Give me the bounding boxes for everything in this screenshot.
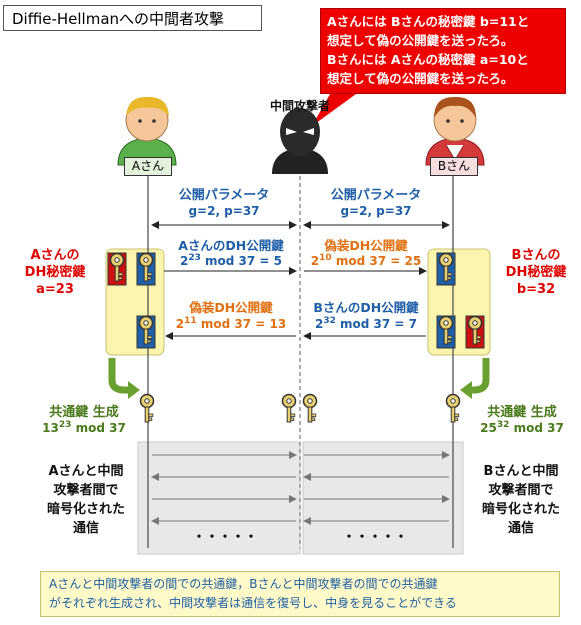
msg3-formula: 211 mod 37 = 13 — [162, 316, 300, 331]
callout-pointer — [312, 94, 356, 126]
person-b-icon — [425, 96, 485, 166]
msg1-title: AさんのDH公開鍵 — [178, 238, 284, 253]
msg1-formula: 223 mod 37 = 5 — [162, 253, 300, 268]
params-right-title: 公開パラメータ — [330, 188, 422, 203]
shared-b-base: 25 — [480, 421, 497, 435]
shared-b-formula: 2532 mod 37 — [468, 420, 576, 435]
msg3-rest: mod 37 = 13 — [196, 317, 287, 331]
b-secret-line-1: Bさんの — [511, 248, 561, 263]
comm-a-line-2: 攻撃者間で — [53, 483, 119, 498]
a-secret-line-2: DH秘密鍵 — [24, 265, 86, 280]
attacker-label: 中間攻撃者 — [269, 99, 330, 113]
person-a-icon — [117, 96, 177, 166]
b-secret-key-label: Bさんの DH秘密鍵 b=32 — [494, 247, 578, 298]
msg2-exp: 10 — [319, 253, 332, 263]
msg4-formula: 232 mod 37 = 7 — [304, 316, 428, 331]
bottom-note-line-2: がそれぞれ生成され、中間攻撃者は通信を復号し、中身を見ることができる — [49, 596, 457, 610]
key-panel-a-keys — [107, 252, 156, 349]
msg3-exp: 11 — [184, 316, 197, 326]
msg1-base: 2 — [179, 254, 189, 268]
shared-a-base: 13 — [42, 421, 59, 435]
msg4-base: 2 — [314, 317, 324, 331]
callout-line-2: 想定して偽の公開鍵を送ったろ。 — [327, 33, 514, 48]
comm-b-line-2: 攻撃者間で — [488, 483, 554, 498]
ellipsis-right: ・・・・・ — [342, 530, 408, 545]
shared-b-exp: 32 — [496, 420, 510, 430]
msg1-rest: mod 37 = 5 — [200, 254, 283, 268]
msg1-exp: 23 — [188, 253, 201, 263]
comm-b-line-4: 通信 — [507, 521, 534, 536]
diagram-title: Diffie-Hellmanへの中間者攻撃 — [3, 5, 262, 31]
msg3-title: 偽装DH公開鍵 — [189, 300, 273, 315]
person-a-name: Aさん — [124, 157, 172, 176]
green-arrow-b — [470, 358, 490, 394]
comm-area-right — [302, 441, 464, 555]
comm-b-line-3: 暗号化された — [481, 502, 560, 517]
msg2-formula: 210 mod 37 = 25 — [304, 253, 428, 268]
green-arrow-a — [108, 358, 130, 394]
callout-line-4: 想定して偽の公開鍵を送ったろ。 — [327, 71, 514, 86]
comm-b-label: Bさんと中間 攻撃者間で 暗号化された 通信 — [466, 462, 576, 538]
callout-line-3: Bさんには Aさんの秘密鍵 a=10と — [327, 52, 529, 67]
shared-a-title: 共通鍵 生成 — [49, 405, 119, 420]
comm-b-line-1: Bさんと中間 — [483, 464, 559, 479]
msg4-rest: mod 37 = 7 — [335, 317, 418, 331]
msg4-title: BさんのDH公開鍵 — [313, 300, 419, 315]
msg2-rest: mod 37 = 25 — [331, 254, 422, 268]
a-secret-line-3: a=23 — [36, 282, 74, 297]
shared-a-rest: mod 37 — [71, 421, 126, 435]
attacker-speech-callout: Aさんには Bさんの秘密鍵 b=11と 想定して偽の公開鍵を送ったろ。 Bさんに… — [320, 8, 566, 94]
comm-arrows — [151, 451, 450, 525]
shared-a-formula: 1323 mod 37 — [34, 420, 134, 435]
params-right-value: g=2, p=37 — [340, 204, 412, 218]
msg3-base: 2 — [175, 317, 185, 331]
a-secret-key-label: Aさんの DH秘密鍵 a=23 — [10, 247, 100, 298]
b-secret-line-2: DH秘密鍵 — [505, 265, 567, 280]
params-left-value: g=2, p=37 — [188, 204, 260, 218]
msg2-title: 偽装DH公開鍵 — [324, 238, 408, 253]
msg2-base: 2 — [310, 254, 320, 268]
comm-a-line-1: Aさんと中間 — [48, 464, 124, 479]
bottom-note: Aさんと中間攻撃者の間での共通鍵，Bさんと中間攻撃者の間での共通鍵 がそれぞれ生… — [40, 571, 560, 617]
comm-a-label: Aさんと中間 攻撃者間で 暗号化された 通信 — [36, 462, 136, 538]
params-left-title: 公開パラメータ — [178, 188, 270, 203]
key-panel-b-keys — [436, 252, 485, 349]
person-b-name: Bさん — [430, 157, 478, 176]
comm-area-left — [137, 441, 301, 555]
ellipsis-left: ・・・・・ — [192, 530, 258, 545]
b-secret-line-3: b=32 — [516, 282, 556, 297]
callout-line-1: Aさんには Bさんの秘密鍵 b=11と — [327, 14, 530, 29]
attacker-icon — [272, 108, 328, 174]
bottom-note-line-1: Aさんと中間攻撃者の間での共通鍵，Bさんと中間攻撃者の間での共通鍵 — [49, 577, 438, 591]
comm-a-line-4: 通信 — [72, 521, 99, 536]
shared-b-title: 共通鍵 生成 — [487, 405, 557, 420]
shared-b-rest: mod 37 — [509, 421, 564, 435]
a-secret-line-1: Aさんの — [30, 248, 80, 263]
comm-a-line-3: 暗号化された — [46, 502, 125, 517]
msg4-exp: 32 — [323, 316, 336, 326]
shared-a-exp: 23 — [58, 420, 72, 430]
